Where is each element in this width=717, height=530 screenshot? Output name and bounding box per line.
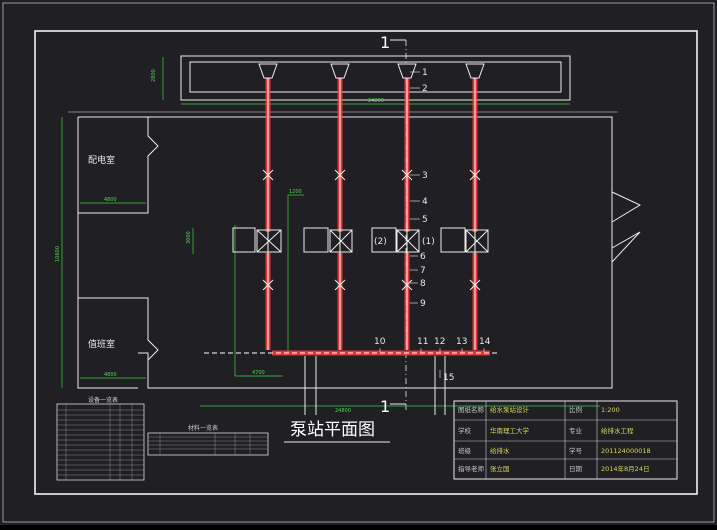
callout-8: 8 <box>420 279 426 289</box>
dim-wet-well-width: 24800 <box>368 98 384 104</box>
callout-10: 10 <box>374 337 386 347</box>
tb-teacher-label: 指导老师 <box>458 464 485 473</box>
tb-id-value: 201124000018 <box>601 447 651 455</box>
callout-3: 3 <box>422 171 428 181</box>
tb-project-label: 图纸名称 <box>458 405 485 414</box>
wet-well-inner <box>189 61 562 93</box>
distribution-room-label: 配电室 <box>88 154 115 166</box>
section-mark-top: 1 <box>380 33 390 52</box>
dim-pipe-offset: 1200 <box>289 189 302 195</box>
section-mark-bottom: 1 <box>380 397 390 416</box>
dim-outlet-offset: 4700 <box>252 370 265 376</box>
title-block: 图纸名称 给水泵站设计 比例 1:200 学校 华南理工大学 专业 给排水工程 … <box>453 400 678 480</box>
tb-scale-label: 比例 <box>569 405 582 414</box>
suction-bells <box>258 63 485 79</box>
pump-label-1: (1) <box>422 237 435 247</box>
callout-9: 9 <box>420 299 426 309</box>
callout-7: 7 <box>420 266 426 276</box>
dimension-lines <box>61 57 600 407</box>
callout-14: 14 <box>479 337 491 347</box>
outlet-pipes <box>304 356 446 415</box>
inner-frame <box>34 30 698 495</box>
building-wall-outer <box>77 116 613 389</box>
right-door <box>611 191 642 263</box>
wet-well-outer <box>180 55 571 101</box>
drawing-title: 泵站平面图 <box>290 420 375 440</box>
outer-frame <box>2 2 715 523</box>
callout-11: 11 <box>417 337 428 347</box>
callout-leaders <box>379 71 485 378</box>
duty-room-label: 值班室 <box>88 338 115 350</box>
tb-date-label: 日期 <box>569 465 583 473</box>
callout-6: 6 <box>420 252 426 262</box>
callout-15: 15 <box>443 373 454 383</box>
tb-scale-value: 1:200 <box>601 406 620 414</box>
material-table-title: 材料一览表 <box>188 424 218 432</box>
tb-id-label: 学号 <box>569 446 583 455</box>
valves <box>262 169 481 291</box>
tb-major-label: 专业 <box>569 426 583 435</box>
callout-1: 1 <box>422 68 428 78</box>
dim-building-width: 24800 <box>335 408 351 414</box>
callout-numbers: 1 2 3 4 5 6 7 8 9 10 11 12 13 14 15 <box>374 68 491 383</box>
tb-school-value: 华南理工大学 <box>490 426 530 435</box>
tb-class-value: 给排水 <box>490 446 510 455</box>
pipe-network <box>265 70 490 356</box>
distribution-room-walls <box>78 116 159 214</box>
dim-wet-well-depth: 2800 <box>151 69 157 82</box>
duty-room-walls <box>78 297 159 388</box>
callout-5: 5 <box>422 215 428 225</box>
callout-2: 2 <box>422 84 428 94</box>
callout-13: 13 <box>456 337 467 347</box>
callout-12: 12 <box>434 337 445 347</box>
equipment-table: 设备一览表 <box>56 396 145 481</box>
tb-project-value: 给水泵站设计 <box>490 405 530 414</box>
tb-school-label: 学校 <box>458 426 472 435</box>
callout-4: 4 <box>422 197 428 207</box>
tb-teacher-value: 张立国 <box>490 464 510 473</box>
dim-pump-spacing: 3600 <box>186 231 192 244</box>
pump-label-2: (2) <box>374 237 387 247</box>
tb-major-value: 给排水工程 <box>601 426 634 435</box>
pumps <box>232 227 489 253</box>
dim-duty-room-width: 4800 <box>104 372 117 378</box>
material-table: 材料一览表 <box>147 424 269 456</box>
dim-distribution-room-width: 4800 <box>104 197 117 203</box>
pipe-centerlines <box>204 70 500 354</box>
tb-date-value: 2014年8月24日 <box>601 464 649 473</box>
dim-building-depth: 10600 <box>55 246 61 262</box>
tb-class-label: 班级 <box>458 446 472 455</box>
equipment-table-title: 设备一览表 <box>88 396 118 404</box>
